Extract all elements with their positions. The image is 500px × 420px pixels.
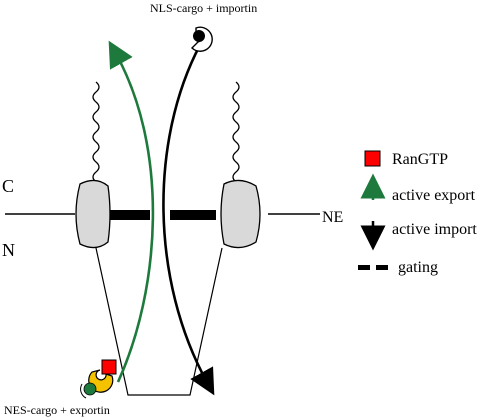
nuclear-envelope-label: NE — [322, 209, 343, 226]
export-arrow — [108, 40, 155, 383]
cytoplasmic-filament-right — [232, 81, 240, 183]
nls-cargo-importin-icon — [190, 26, 213, 52]
cytoplasm-side-label: C — [2, 176, 14, 196]
legend-import-label: active import — [392, 221, 477, 238]
gating-bar-right — [170, 210, 216, 220]
gating-legend-dash-1 — [358, 265, 370, 270]
nucleus-side-label: N — [2, 240, 15, 260]
gating-bar-left — [110, 210, 150, 220]
gating-legend-dash-2 — [376, 265, 388, 270]
nuclear-basket — [95, 247, 223, 396]
import-arrow — [162, 44, 215, 396]
bottom-cargo-label: NES-cargo + exportin — [4, 403, 110, 417]
legend-ran-label: RanGTP — [392, 151, 448, 168]
rangtp-legend-square — [364, 150, 381, 167]
top-cargo-label: NLS-cargo + importin — [150, 1, 257, 15]
legend-export-label: active export — [392, 187, 476, 204]
legend: RanGTP active export active import gatin… — [358, 150, 477, 276]
nucleoporin-right — [220, 179, 261, 249]
nucleoporin-left — [75, 179, 111, 249]
rangtp-square-cargo — [101, 359, 117, 375]
legend-gating-label: gating — [398, 259, 438, 276]
cytoplasmic-filament-left — [92, 81, 100, 183]
nes-cargo-exportin-icon — [80, 359, 117, 399]
